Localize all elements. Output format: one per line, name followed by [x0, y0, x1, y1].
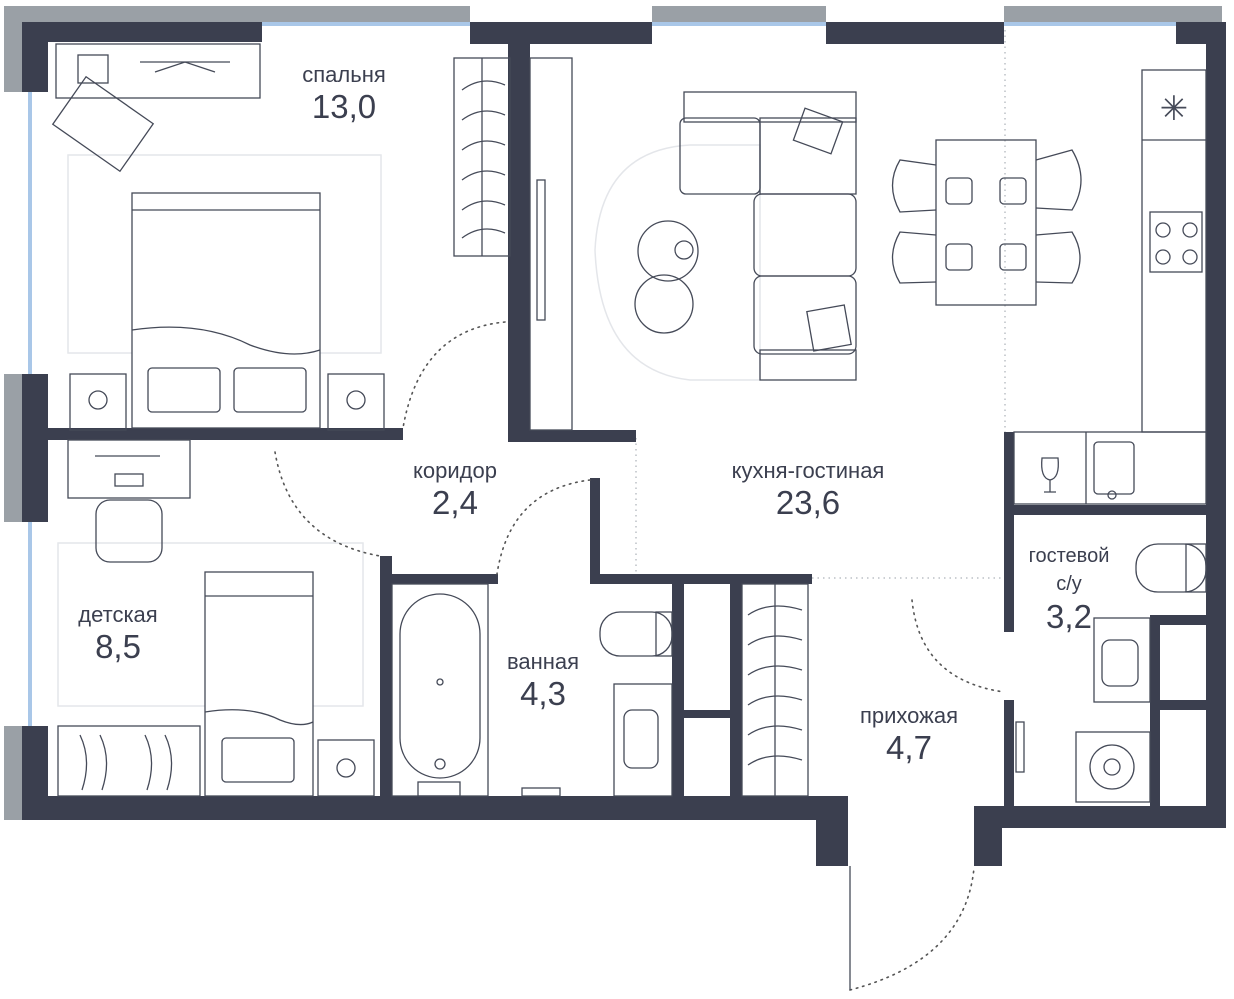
room-name: спальня — [302, 62, 386, 87]
room-name: коридор — [413, 458, 497, 483]
room-name: ванная — [506, 649, 580, 674]
svg-text:✳: ✳ — [1160, 89, 1189, 129]
room-corridor: коридор 2,4 — [413, 458, 497, 522]
room-bedroom: спальня 13,0 — [302, 62, 386, 126]
bath-fixtures — [391, 583, 673, 797]
room-name-line2: с/у — [1056, 573, 1082, 595]
nursery-furniture — [57, 439, 375, 797]
kitchen-units: ✳ — [1013, 69, 1207, 505]
windows — [28, 22, 1176, 726]
room-area: 3,2 — [1046, 598, 1092, 635]
room-name: кухня-гостиная — [731, 458, 885, 483]
room-area: 8,5 — [95, 628, 141, 665]
room-kitchen-living: кухня-гостиная 23,6 — [732, 458, 885, 522]
bedroom-furniture — [51, 43, 385, 431]
door-swings — [274, 321, 1005, 991]
room-name: прихожая — [859, 703, 959, 728]
room-guest-wc: гостевой с/у 3,2 — [1029, 542, 1110, 636]
walls — [4, 6, 1226, 866]
living-rug — [594, 144, 761, 381]
bedroom-wardrobe — [453, 57, 573, 431]
room-name: детская — [78, 602, 158, 627]
room-bathroom: ванная 4,3 — [507, 649, 579, 713]
zone-lines — [635, 30, 1006, 579]
wc-fixtures — [1075, 543, 1207, 803]
room-name-line1: гостевой — [1028, 545, 1110, 567]
room-area: 23,6 — [775, 484, 841, 521]
living-furniture — [634, 91, 1082, 381]
room-entrance-hall: прихожая 4,7 — [860, 703, 958, 767]
room-area: 4,7 — [886, 729, 932, 766]
room-area: 4,3 — [520, 675, 566, 712]
room-area: 2,4 — [432, 484, 478, 521]
room-area: 13,0 — [311, 88, 377, 125]
hall-wardrobe — [741, 583, 1025, 797]
room-nursery: детская 8,5 — [78, 602, 157, 666]
